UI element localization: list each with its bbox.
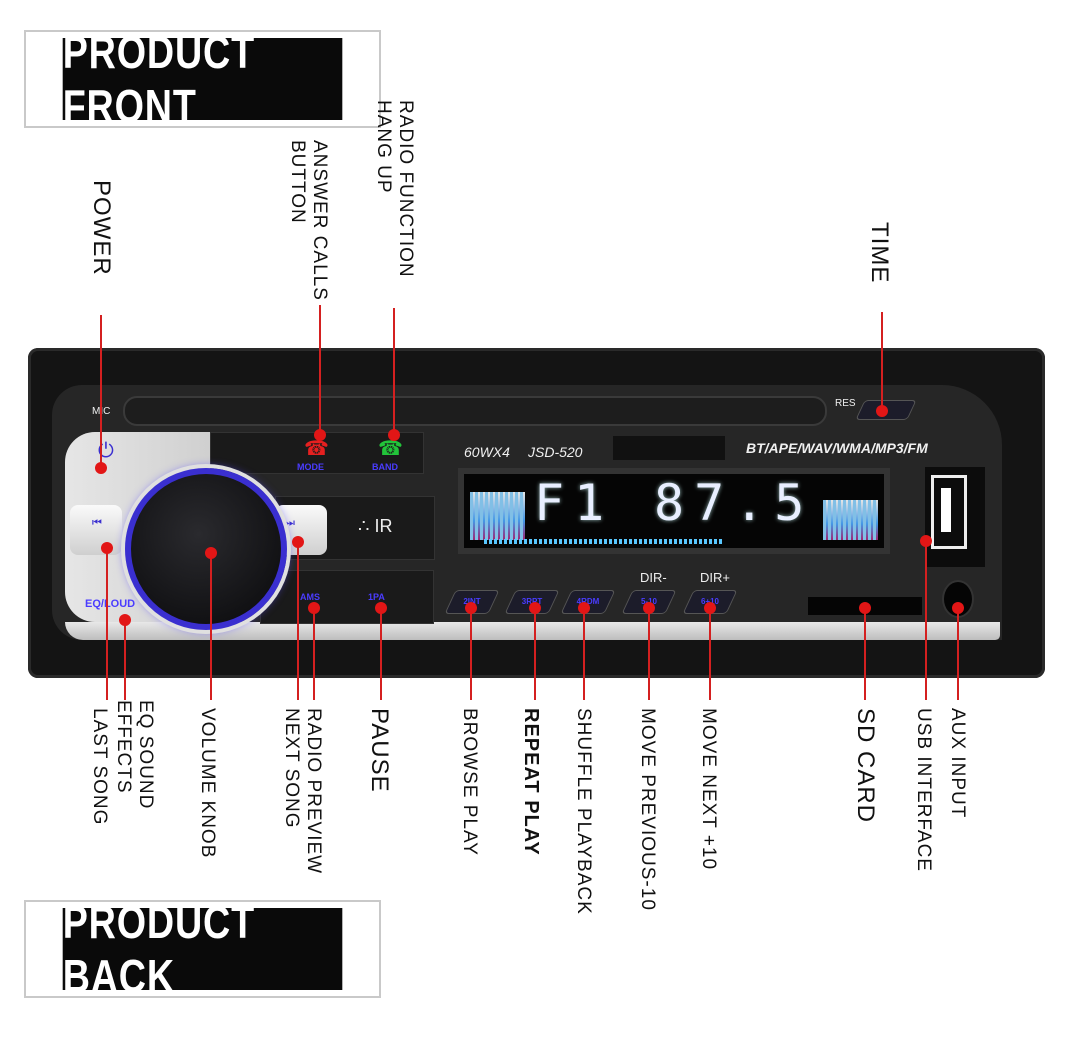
callout-shuffle-playback: SHUFFLE PLAYBACK [573,708,594,915]
callout-power: POWER [88,180,115,276]
ams-button[interactable]: AMS [300,592,320,602]
product-front-banner: PRODUCT FRONT [24,26,381,132]
callout-dot [314,429,326,441]
callout-line [470,608,472,700]
callout-dot [643,602,655,614]
callout-time: TIME [866,222,893,284]
callout-line [393,308,395,435]
prev-icon: ⏮ [92,517,102,529]
callout-last-song: LAST SONG [89,708,110,826]
model-number: JSD-520 [528,444,583,460]
callout-line [124,620,126,700]
formats-label: BT/APE/WAV/WMA/MP3/FM [746,440,928,456]
callout-line [319,305,321,435]
res-label: RES [835,398,856,409]
callout-browse-play: BROWSE PLAY [459,708,480,856]
callout-dot [388,429,400,441]
callout-line [100,315,102,468]
callout-dot [859,602,871,614]
callout-dot [375,602,387,614]
callout-dot [529,602,541,614]
hang-up-phone-icon[interactable]: ☎ [304,438,329,460]
callout-line [648,608,650,700]
lcd-display: F1 87.5 [458,468,890,554]
callout-volume-knob: VOLUME KNOB [197,708,218,859]
callout-line [313,608,315,700]
callout-line [709,608,711,700]
pause-button[interactable]: 1PA [368,592,385,602]
callout-line [297,542,299,700]
display-band: F1 [534,474,615,532]
callout-dot [465,602,477,614]
callout-dot [704,602,716,614]
callout-dot [292,536,304,548]
callout-dot [876,405,888,417]
next-icon: ⏭ [285,517,295,529]
product-front-title: PRODUCT FRONT [62,26,343,132]
callout-pause: PAUSE [366,708,393,793]
eq-loud-button[interactable]: EQ/LOUD [85,598,136,610]
callout-dot [101,542,113,554]
callout-line [380,608,382,700]
callout-move-previous: MOVE PREVIOUS-10 [637,708,658,911]
lower-button-panel [260,570,434,624]
callout-dot [119,614,131,626]
callout-repeat-play: REPEAT PLAY [520,708,542,856]
dir-plus-label: DIR+ [700,570,730,585]
callout-line [957,608,959,700]
callout-line [583,608,585,700]
level-bar [484,539,724,544]
product-back-title: PRODUCT BACK [62,896,343,1002]
callout-dot [952,602,964,614]
eq-visualizer-left [470,492,525,540]
callout-line [925,541,927,700]
cd-slot [123,396,827,426]
power-rating: 60WX4 [464,444,510,460]
callout-line [534,608,536,700]
callout-usb-interface: USB INTERFACE [913,708,934,872]
dir-minus-label: DIR- [640,570,667,585]
callout-line [881,312,883,411]
band-label: BAND [372,462,398,472]
callout-line [864,608,866,700]
usb-port[interactable] [925,467,985,567]
callout-dot [920,535,932,547]
callout-line [106,548,108,700]
callout-line [210,553,212,700]
callout-dot [578,602,590,614]
callout-dot [95,462,107,474]
prev-track-button[interactable]: ⏮ [70,505,122,555]
callout-aux-input: AUX INPUT [947,708,968,819]
display-frequency: 87.5 [654,474,815,532]
mode-label: MODE [297,462,324,472]
product-back-banner: PRODUCT BACK [24,896,381,1002]
sensor-window [613,436,725,460]
callout-dot [308,602,320,614]
eq-visualizer-right [823,500,878,540]
callout-move-next: MOVE NEXT +10 [698,708,719,871]
ir-sensor: ∴ IR [358,516,393,536]
callout-dot [205,547,217,559]
answer-phone-icon[interactable]: ☎ [378,438,403,460]
callout-sd-card: SD CARD [852,708,879,824]
